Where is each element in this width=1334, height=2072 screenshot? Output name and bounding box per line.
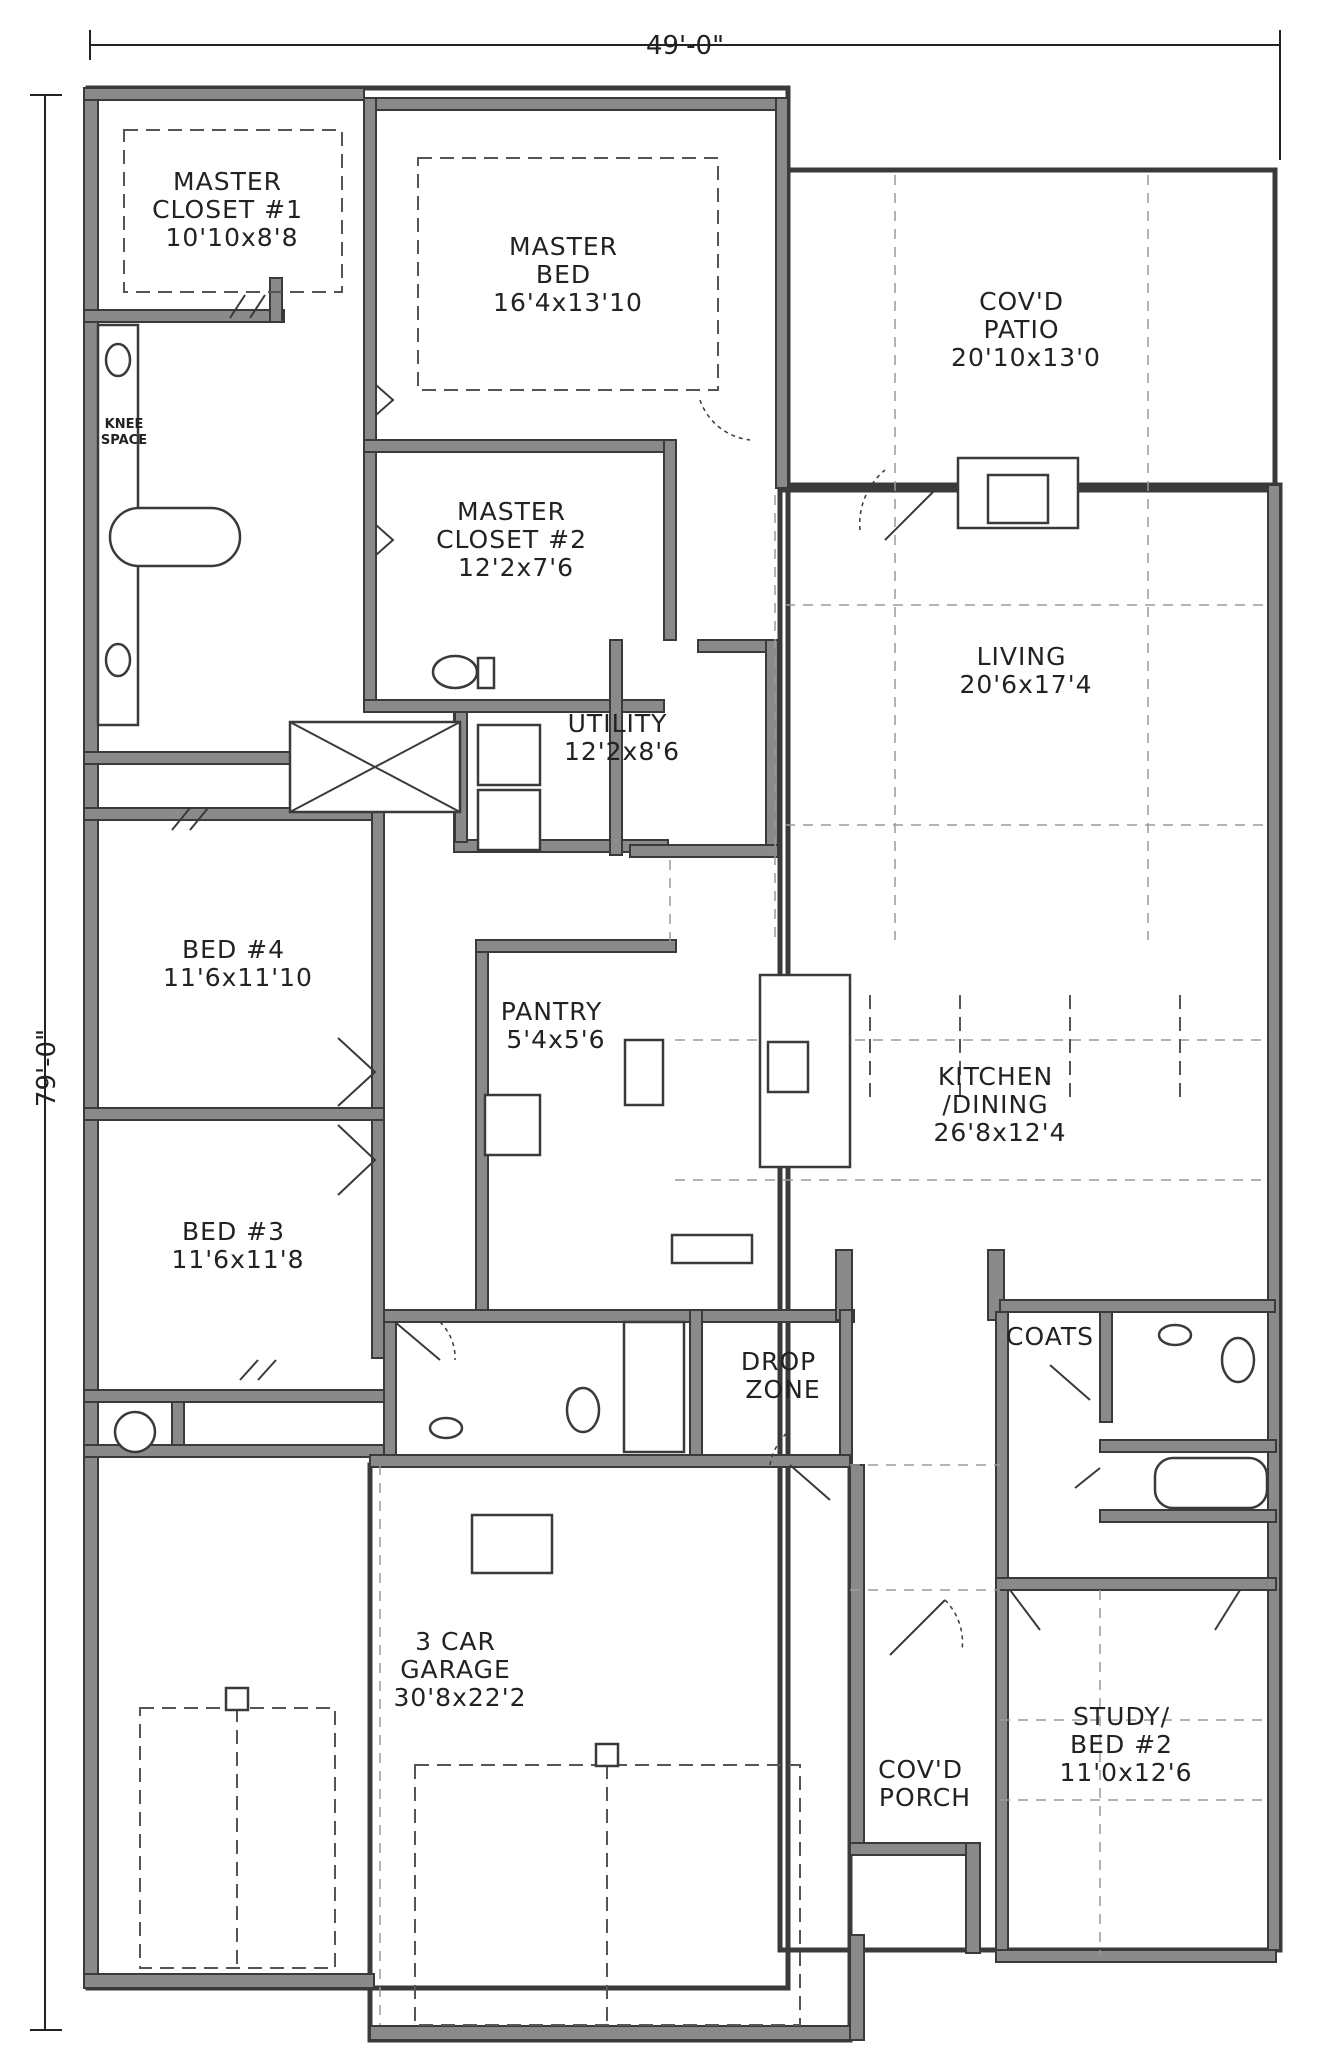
room-label-master-bed: MASTER BED 16'4x13'10: [493, 232, 643, 317]
hall-tub-icon: [622, 1320, 686, 1454]
toilet-icon: [431, 654, 479, 690]
room-label-study-bed-2: STUDY/ BED #2 11'0x12'6: [1060, 1702, 1193, 1787]
room-label-coats: COATS: [1006, 1322, 1094, 1351]
room-label-master-closet-2: MASTER CLOSET #2 12'2x7'6: [436, 497, 596, 582]
water-heater-icon: [113, 1410, 157, 1454]
room-label-garage: 3 CAR GARAGE 30'8x22'2: [394, 1627, 527, 1712]
room-label-master-closet-1: MASTER CLOSET #1 10'10x8'8: [152, 167, 312, 252]
room-label-covd-patio: COV'D PATIO 20'10x13'0: [951, 287, 1101, 372]
room-label-bed-4: BED #4 11'6x11'10: [163, 935, 313, 992]
toilet-icon: [1220, 1336, 1256, 1384]
fireplace-hearth-icon: [986, 473, 1050, 525]
freestanding-tub-icon: [108, 506, 242, 568]
sink-icon: [104, 642, 132, 678]
range-icon: [670, 1233, 754, 1265]
depth-dimension: 79'-0": [32, 1029, 62, 1107]
sink-icon: [104, 342, 132, 378]
pantry-shelving: [623, 1038, 665, 1107]
refrigerator-icon: [483, 1093, 542, 1157]
bath2-tub-icon: [1153, 1456, 1269, 1510]
room-label-utility: UTILITY 12'2x8'6: [564, 709, 680, 766]
toilet-icon: [565, 1386, 601, 1434]
room-label-bed-3: BED #3 11'6x11'8: [172, 1217, 305, 1274]
room-label-pantry: PANTRY 5'4x5'6: [501, 997, 612, 1054]
dryer-icon: [476, 788, 542, 852]
doors: [171, 294, 1241, 1656]
washer-icon: [476, 723, 542, 787]
sink-icon: [1157, 1323, 1193, 1347]
sink-icon: [428, 1416, 464, 1440]
island-sink-icon: [766, 1040, 810, 1094]
width-dimension: 49'-0": [646, 31, 724, 61]
room-label-covd-porch: COV'D PORCH: [878, 1755, 972, 1812]
room-label-living: LIVING 20'6x17'4: [960, 642, 1093, 699]
ceiling-dashes: [123, 129, 1270, 2026]
room-labels: MASTER CLOSET #1 10'10x8'8 MASTER BED 16…: [152, 167, 1193, 1812]
garage-attic-hatch: [470, 1513, 554, 1575]
garage-opener-icon: [224, 1686, 250, 1712]
room-label-drop-zone: DROP ZONE: [741, 1347, 825, 1404]
room-label-kitchen-dining: KITCHEN /DINING 26'8x12'4: [934, 1062, 1067, 1147]
garage-opener-icon: [594, 1742, 620, 1768]
interior-walls: [83, 97, 1277, 1963]
dimension-lines: 49'-0" 79'-0": [30, 30, 1281, 2031]
toilet-tank-icon: [476, 656, 496, 690]
